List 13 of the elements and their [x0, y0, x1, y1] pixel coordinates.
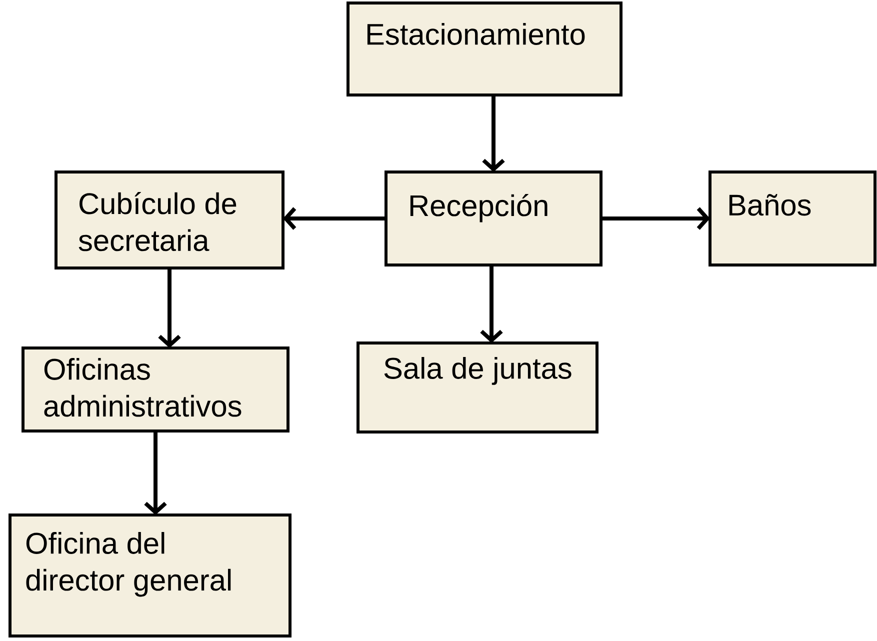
room-box: Oficinas administrativos [22, 346, 290, 432]
room-box: Recepción [384, 170, 602, 266]
arrow [482, 95, 505, 172]
arrow [144, 431, 167, 515]
room-box: Oficina del director general [8, 514, 292, 638]
room-box: Baños [708, 170, 876, 266]
arrow [601, 207, 710, 230]
room-box: Sala de juntas [356, 342, 598, 434]
arrow [480, 265, 503, 343]
arrow [158, 268, 181, 348]
arrow [283, 207, 386, 230]
room-box: Cubículo de secretaria [54, 170, 284, 270]
room-box: Estacionamiento [346, 2, 622, 96]
